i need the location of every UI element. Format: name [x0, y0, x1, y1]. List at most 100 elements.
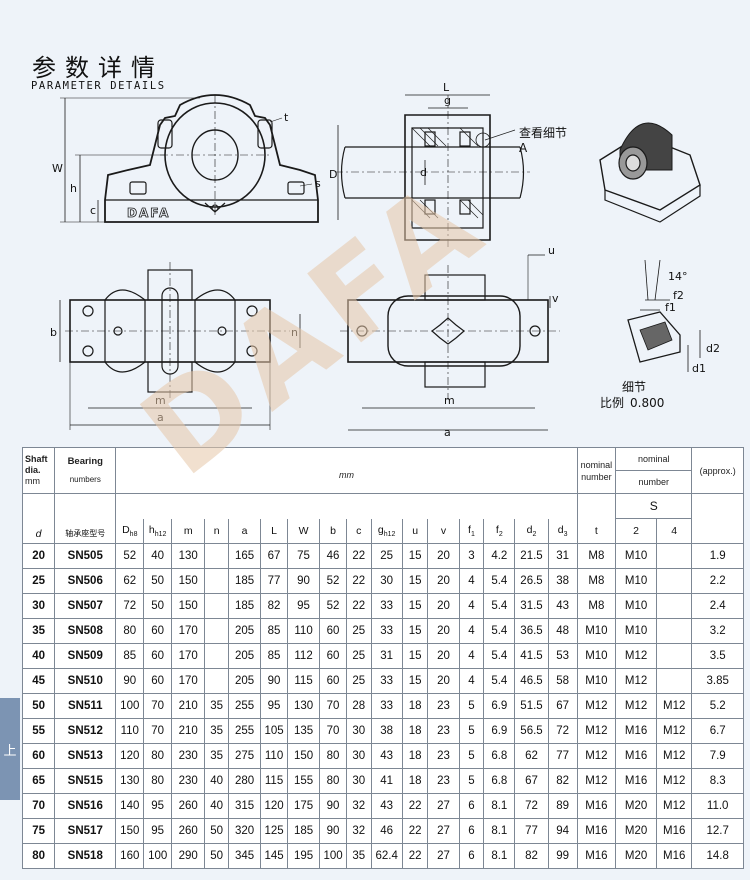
cell-v: 23 — [427, 743, 460, 769]
cell-W: 155 — [286, 768, 321, 794]
cell-f1: 5 — [458, 693, 485, 719]
cell-W: 95 — [286, 593, 321, 619]
cell-d2: 26.5 — [514, 568, 549, 594]
cell-s4: M12 — [655, 743, 693, 769]
bearing-model-cell: SN518 — [54, 843, 117, 869]
cell-w: 7.9 — [691, 743, 744, 769]
approx-header: (approx.) — [691, 447, 744, 494]
cell-u: 15 — [401, 618, 429, 644]
scale-label: 比例 — [600, 396, 624, 410]
side-tab[interactable]: 上 — [0, 698, 20, 800]
cell-s2: M10 — [615, 568, 657, 594]
col-f1: f1 — [458, 518, 485, 544]
shaft-dia-cell: 40 — [21, 643, 56, 669]
cell-s4 — [655, 593, 693, 619]
cell-W: 150 — [286, 743, 321, 769]
cell-b: 100 — [319, 843, 347, 869]
bearing-model-cell: SN507 — [54, 593, 117, 619]
cell-s2: M12 — [615, 668, 657, 694]
cell-d3: 48 — [547, 618, 578, 644]
dim-label-m-bottom: m — [444, 394, 455, 407]
cell-u: 18 — [401, 693, 429, 719]
cell-a: 255 — [227, 718, 262, 744]
cell-c: 25 — [345, 618, 372, 644]
cell-v: 27 — [427, 843, 460, 869]
cell-w: 5.2 — [691, 693, 744, 719]
cell-v: 20 — [427, 593, 460, 619]
cell-d2: 62 — [514, 743, 549, 769]
cell-g: 43 — [370, 743, 403, 769]
cell-s4: M16 — [655, 818, 693, 844]
cell-g: 33 — [370, 668, 403, 694]
cell-W: 135 — [286, 718, 321, 744]
cell-b: 60 — [319, 668, 347, 694]
cell-L: 85 — [260, 618, 288, 644]
cell-s2: M10 — [615, 618, 657, 644]
cell-s2: M16 — [615, 768, 657, 794]
cell-h: 95 — [143, 793, 173, 819]
shaft-dia-cell: 70 — [21, 793, 56, 819]
shaft-dia-cell: 60 — [21, 743, 56, 769]
cell-c: 22 — [345, 593, 372, 619]
cell-d3: 67 — [547, 693, 578, 719]
cell-f2: 5.4 — [483, 568, 516, 594]
front-view — [60, 94, 319, 223]
bearing-model-cell: SN508 — [54, 618, 117, 644]
cell-a: 165 — [227, 543, 262, 569]
cell-w: 12.7 — [691, 818, 744, 844]
cell-f2: 8.1 — [483, 843, 516, 869]
cell-g: 31 — [370, 643, 403, 669]
cell-L: 145 — [260, 843, 288, 869]
cell-d2: 72 — [514, 793, 549, 819]
cell-L: 85 — [260, 643, 288, 669]
cell-b: 60 — [319, 618, 347, 644]
cell-g: 38 — [370, 718, 403, 744]
cell-W: 75 — [286, 543, 321, 569]
cell-v: 27 — [427, 818, 460, 844]
cell-u: 22 — [401, 793, 429, 819]
cell-c: 35 — [345, 843, 372, 869]
dim-label-a-bottom: a — [444, 426, 451, 439]
cell-h: 80 — [143, 743, 173, 769]
cell-W: 90 — [286, 568, 321, 594]
dim-label-g: g — [444, 94, 451, 107]
cell-f2: 6.9 — [483, 718, 516, 744]
cell-t: M10 — [576, 668, 617, 694]
cell-s4: M12 — [655, 718, 693, 744]
cell-a: 280 — [227, 768, 262, 794]
dim-label-n: n — [291, 326, 298, 339]
nominal-number-header: nominal number — [576, 447, 617, 494]
bearing-label: Bearing — [67, 455, 103, 467]
cell-d3: 82 — [547, 768, 578, 794]
model-cn-header: 轴承座型号 — [54, 493, 117, 544]
cell-L: 77 — [260, 568, 288, 594]
dim-label-a-top: a — [157, 411, 164, 424]
parameter-table-container: Shaft dia. mm Bearing numbers mm nominal… — [21, 447, 744, 869]
dim-label-d1: d1 — [692, 362, 706, 375]
cell-b: 46 — [319, 543, 347, 569]
bearing-model-cell: SN509 — [54, 643, 117, 669]
dim-label-h: h — [70, 182, 77, 195]
cell-h: 80 — [143, 768, 173, 794]
col-d2: d2 — [514, 518, 549, 544]
cell-s2: M16 — [615, 743, 657, 769]
cell-g: 41 — [370, 768, 403, 794]
shaft-dia-cell: 75 — [21, 818, 56, 844]
cell-w: 3.85 — [691, 668, 744, 694]
cell-f1: 6 — [458, 843, 485, 869]
cell-D: 110 — [115, 718, 145, 744]
S-header: S — [615, 493, 693, 519]
cell-w: 2.4 — [691, 593, 744, 619]
cell-c: 32 — [345, 818, 372, 844]
col-b: b — [319, 518, 347, 544]
dim-label-W: W — [52, 162, 63, 175]
cell-f1: 4 — [458, 643, 485, 669]
cell-t: M8 — [576, 568, 617, 594]
cell-d3: 99 — [547, 843, 578, 869]
technical-drawing: DAFA W h c t s L g D d b n m a u v m a f… — [50, 81, 720, 439]
scale-value: 0.800 — [630, 396, 664, 410]
cell-f1: 4 — [458, 668, 485, 694]
dim-label-u: u — [548, 244, 555, 257]
cell-D: 120 — [115, 743, 145, 769]
